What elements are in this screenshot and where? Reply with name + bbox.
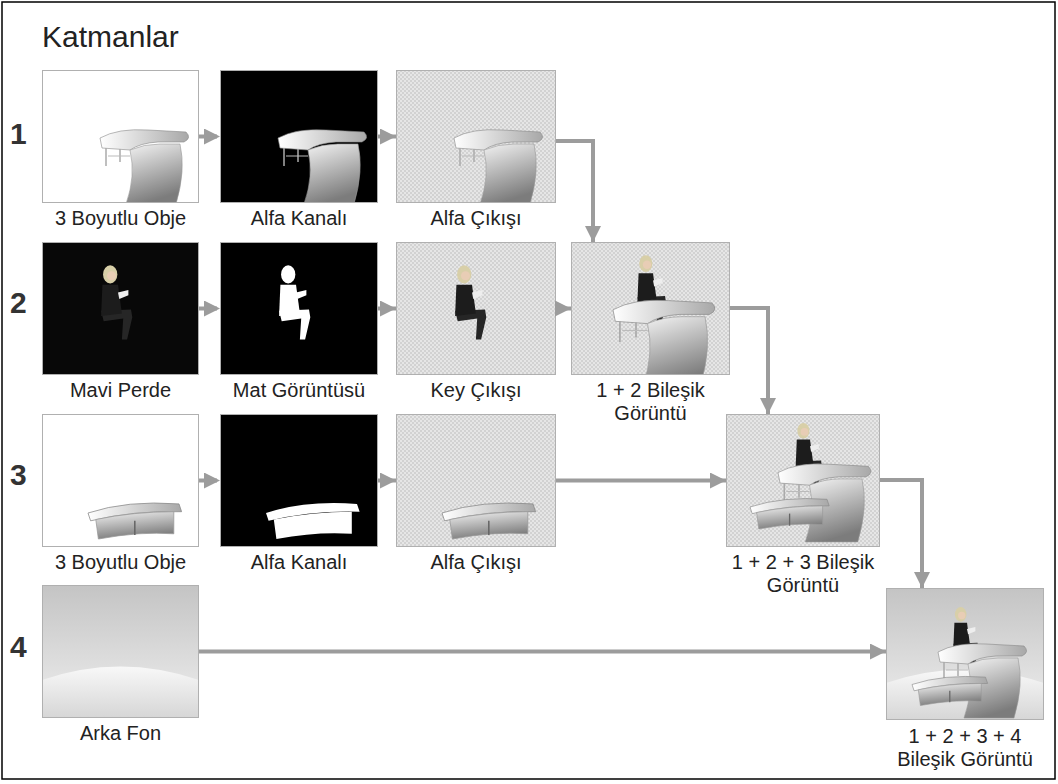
layer-panel: Alfa Kanalı: [220, 70, 378, 230]
panel-caption: 1 + 2 Bileşik Görüntü: [571, 379, 730, 425]
thumbnail: [397, 243, 556, 375]
layer-panel: 1 + 2 + 3 Bileşik Görüntü: [726, 414, 880, 597]
thumbnail: [42, 585, 199, 718]
thumbnail: [397, 71, 556, 203]
flow-arrow: [378, 135, 396, 139]
panel-caption: Mat Görüntüsü: [220, 379, 378, 402]
thumbnail: [279, 265, 310, 339]
thumbnail: [726, 414, 880, 547]
flow-arrow: [378, 307, 396, 311]
thumbnail: [726, 414, 880, 547]
thumbnail: [43, 243, 199, 375]
thumbnail: [396, 242, 556, 375]
layer-panel: 1 + 2 + 3 + 4 Bileşik Görüntü: [886, 588, 1044, 771]
thumbnail: [396, 70, 556, 203]
thumbnail: [396, 414, 556, 547]
panel-caption: Arka Fon: [42, 722, 199, 745]
thumbnail: [572, 243, 730, 375]
thumbnail: [396, 414, 556, 547]
layer-panel: Mat Görüntüsü: [220, 242, 378, 402]
thumbnail: [42, 70, 199, 204]
thumbnail: [396, 70, 556, 204]
flow-arrow: [556, 141, 593, 242]
thumbnail: [396, 242, 556, 375]
thumbnail: [220, 70, 378, 203]
flow-arrow: [378, 479, 396, 483]
layer-panel: Mavi Perde: [42, 242, 199, 402]
thumbnail: [571, 242, 730, 386]
thumbnail: [42, 585, 199, 718]
flow-arrow: [556, 479, 726, 483]
panel-caption: 1 + 2 + 3 Bileşik Görüntü: [726, 551, 880, 597]
flow-arrow: [199, 479, 220, 483]
thumbnail: [455, 265, 486, 339]
flow-arrow: [199, 307, 220, 311]
diagram-title: Katmanlar: [42, 20, 179, 54]
thumbnail: [886, 588, 1044, 720]
thumbnail: [912, 676, 988, 705]
thumbnail: [221, 71, 378, 203]
flow-arrow: [199, 135, 220, 139]
row-number: 4: [10, 630, 27, 664]
flow-arrow: [880, 480, 922, 588]
panel-caption: Alfa Çıkışı: [396, 551, 556, 574]
layer-panel: 1 + 2 Bileşik Görüntü: [571, 242, 730, 425]
layer-panel: 3 Boyutlu Obje: [42, 70, 199, 230]
panel-caption: Alfa Kanalı: [220, 207, 378, 230]
thumbnail: [727, 415, 880, 547]
layer-panel: Alfa Çıkışı: [396, 70, 556, 230]
row-number: 1: [10, 117, 27, 151]
flow-arrow: [730, 308, 768, 414]
thumbnail: [220, 242, 378, 375]
thumbnail: [42, 414, 199, 547]
thumbnail: [397, 415, 556, 547]
thumbnail: [220, 414, 378, 547]
thumbnail: [88, 503, 182, 539]
thumbnail: [100, 130, 189, 204]
thumbnail: [278, 130, 367, 204]
thumbnail: [220, 242, 378, 375]
thumbnail: [750, 499, 829, 529]
flow-arrow: [199, 650, 886, 654]
panel-caption: 1 + 2 + 3 + 4 Bileşik Görüntü: [886, 725, 1044, 771]
thumbnail: [221, 415, 378, 547]
layer-panel: 3 Boyutlu Obje: [42, 414, 199, 574]
thumbnail: [886, 588, 1044, 720]
thumbnail: [887, 589, 1044, 720]
thumbnail: [221, 243, 378, 375]
panel-caption: 3 Boyutlu Obje: [42, 207, 199, 230]
thumbnail: [42, 414, 199, 547]
thumbnail: [220, 70, 378, 204]
thumbnail: [613, 300, 715, 385]
panel-caption: Alfa Çıkışı: [396, 207, 556, 230]
thumbnail: [43, 71, 199, 203]
panel-caption: Key Çıkışı: [396, 379, 556, 402]
row-number: 2: [10, 286, 27, 320]
thumbnail: [220, 414, 378, 547]
thumbnail: [442, 503, 536, 539]
thumbnail: [42, 70, 199, 203]
thumbnail: [43, 586, 199, 718]
flow-arrow: [556, 307, 571, 311]
thumbnail: [101, 265, 132, 339]
thumbnail: [42, 242, 199, 375]
panel-caption: 3 Boyutlu Obje: [42, 551, 199, 574]
thumbnail: [266, 503, 360, 539]
thumbnail: [42, 242, 199, 375]
thumbnail: [42, 667, 199, 719]
panel-caption: Alfa Kanalı: [220, 551, 378, 574]
panel-caption: Mavi Perde: [42, 379, 199, 402]
thumbnail: [454, 130, 543, 204]
layer-panel: Alfa Kanalı: [220, 414, 378, 574]
row-number: 3: [10, 458, 27, 492]
thumbnail: [43, 415, 199, 547]
layer-panel: Alfa Çıkışı: [396, 414, 556, 574]
layer-panel: Key Çıkışı: [396, 242, 556, 402]
layer-panel: Arka Fon: [42, 585, 199, 745]
